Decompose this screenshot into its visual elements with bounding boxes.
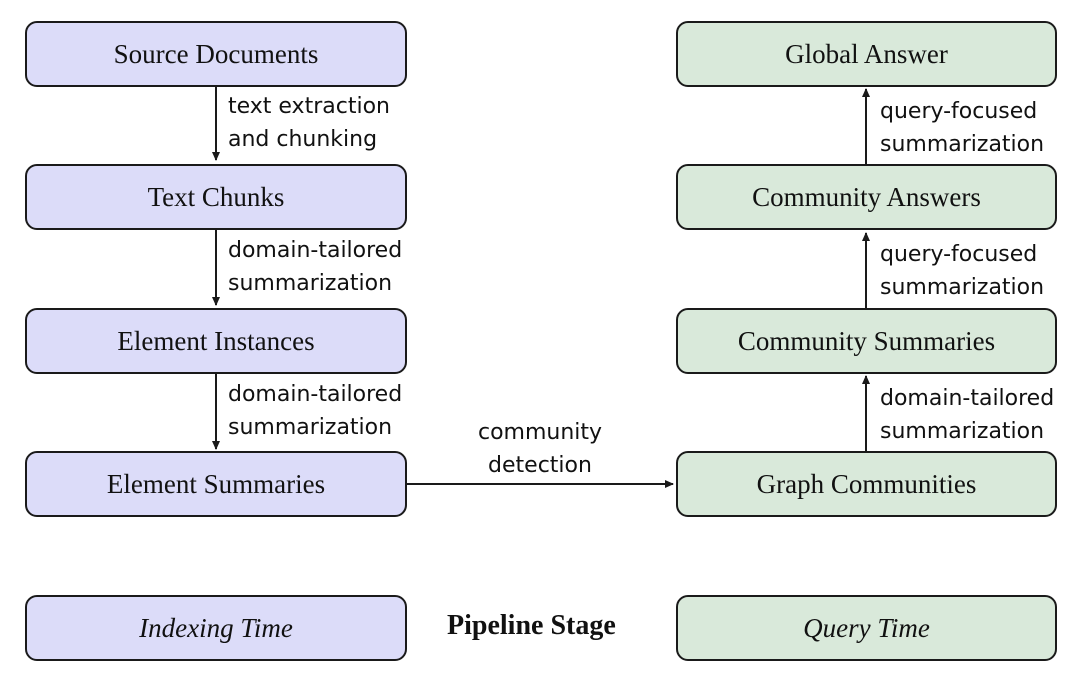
edge-label-line: summarization (880, 275, 1045, 300)
node-element-instances: Element Instances (25, 308, 407, 374)
node-source-documents: Source Documents (25, 21, 407, 87)
node-text-chunks-label: Text Chunks (147, 181, 285, 212)
edge-label-line: detection (488, 453, 592, 478)
edge-label-line: summarization (880, 419, 1045, 444)
edge-label-line: domain-tailored (228, 238, 403, 263)
edge-label-chunks-to-instances: domain-tailored summarization (228, 234, 402, 300)
edge-label-line: and chunking (228, 127, 378, 152)
edge-label-instances-to-summaries: domain-tailored summarization (228, 378, 402, 444)
node-community-summaries-label: Community Summaries (737, 325, 996, 356)
edge-label-line: domain-tailored (228, 382, 403, 407)
legend-indexing-time: Indexing Time (25, 595, 407, 661)
node-global-answer: Global Answer (676, 21, 1057, 87)
node-element-summaries: Element Summaries (25, 451, 407, 517)
node-graph-communities-label: Graph Communities (756, 468, 977, 499)
node-community-answers: Community Answers (676, 164, 1057, 230)
legend-query-time-label: Query Time (803, 612, 930, 643)
edge-label-line: summarization (880, 132, 1045, 157)
edge-label-community-summaries-to-answers: query-focused summarization (880, 238, 1044, 304)
edge-label-docs-to-chunks: text extraction and chunking (228, 90, 390, 156)
edge-label-answers-to-global: query-focused summarization (880, 95, 1044, 161)
node-element-summaries-label: Element Summaries (106, 468, 326, 499)
node-element-instances-label: Element Instances (117, 325, 315, 356)
node-source-documents-label: Source Documents (113, 38, 319, 69)
legend-query-time: Query Time (676, 595, 1057, 661)
edge-label-community-detection: community detection (460, 416, 620, 482)
edge-label-line: query-focused (880, 242, 1038, 267)
edge-label-line: domain-tailored (880, 386, 1055, 411)
edge-label-line: text extraction (228, 94, 390, 119)
node-global-answer-label: Global Answer (785, 38, 948, 69)
node-community-summaries: Community Summaries (676, 308, 1057, 374)
edge-label-line: summarization (228, 271, 393, 296)
legend-title: Pipeline Stage (447, 610, 616, 641)
legend-indexing-time-label: Indexing Time (139, 612, 293, 643)
edge-label-line: community (477, 420, 603, 445)
node-community-answers-label: Community Answers (752, 181, 981, 212)
node-graph-communities: Graph Communities (676, 451, 1057, 517)
edge-label-line: query-focused (880, 99, 1038, 124)
edge-label-line: summarization (228, 415, 393, 440)
node-text-chunks: Text Chunks (25, 164, 407, 230)
edge-label-communities-to-community-summaries: domain-tailored summarization (880, 382, 1054, 448)
